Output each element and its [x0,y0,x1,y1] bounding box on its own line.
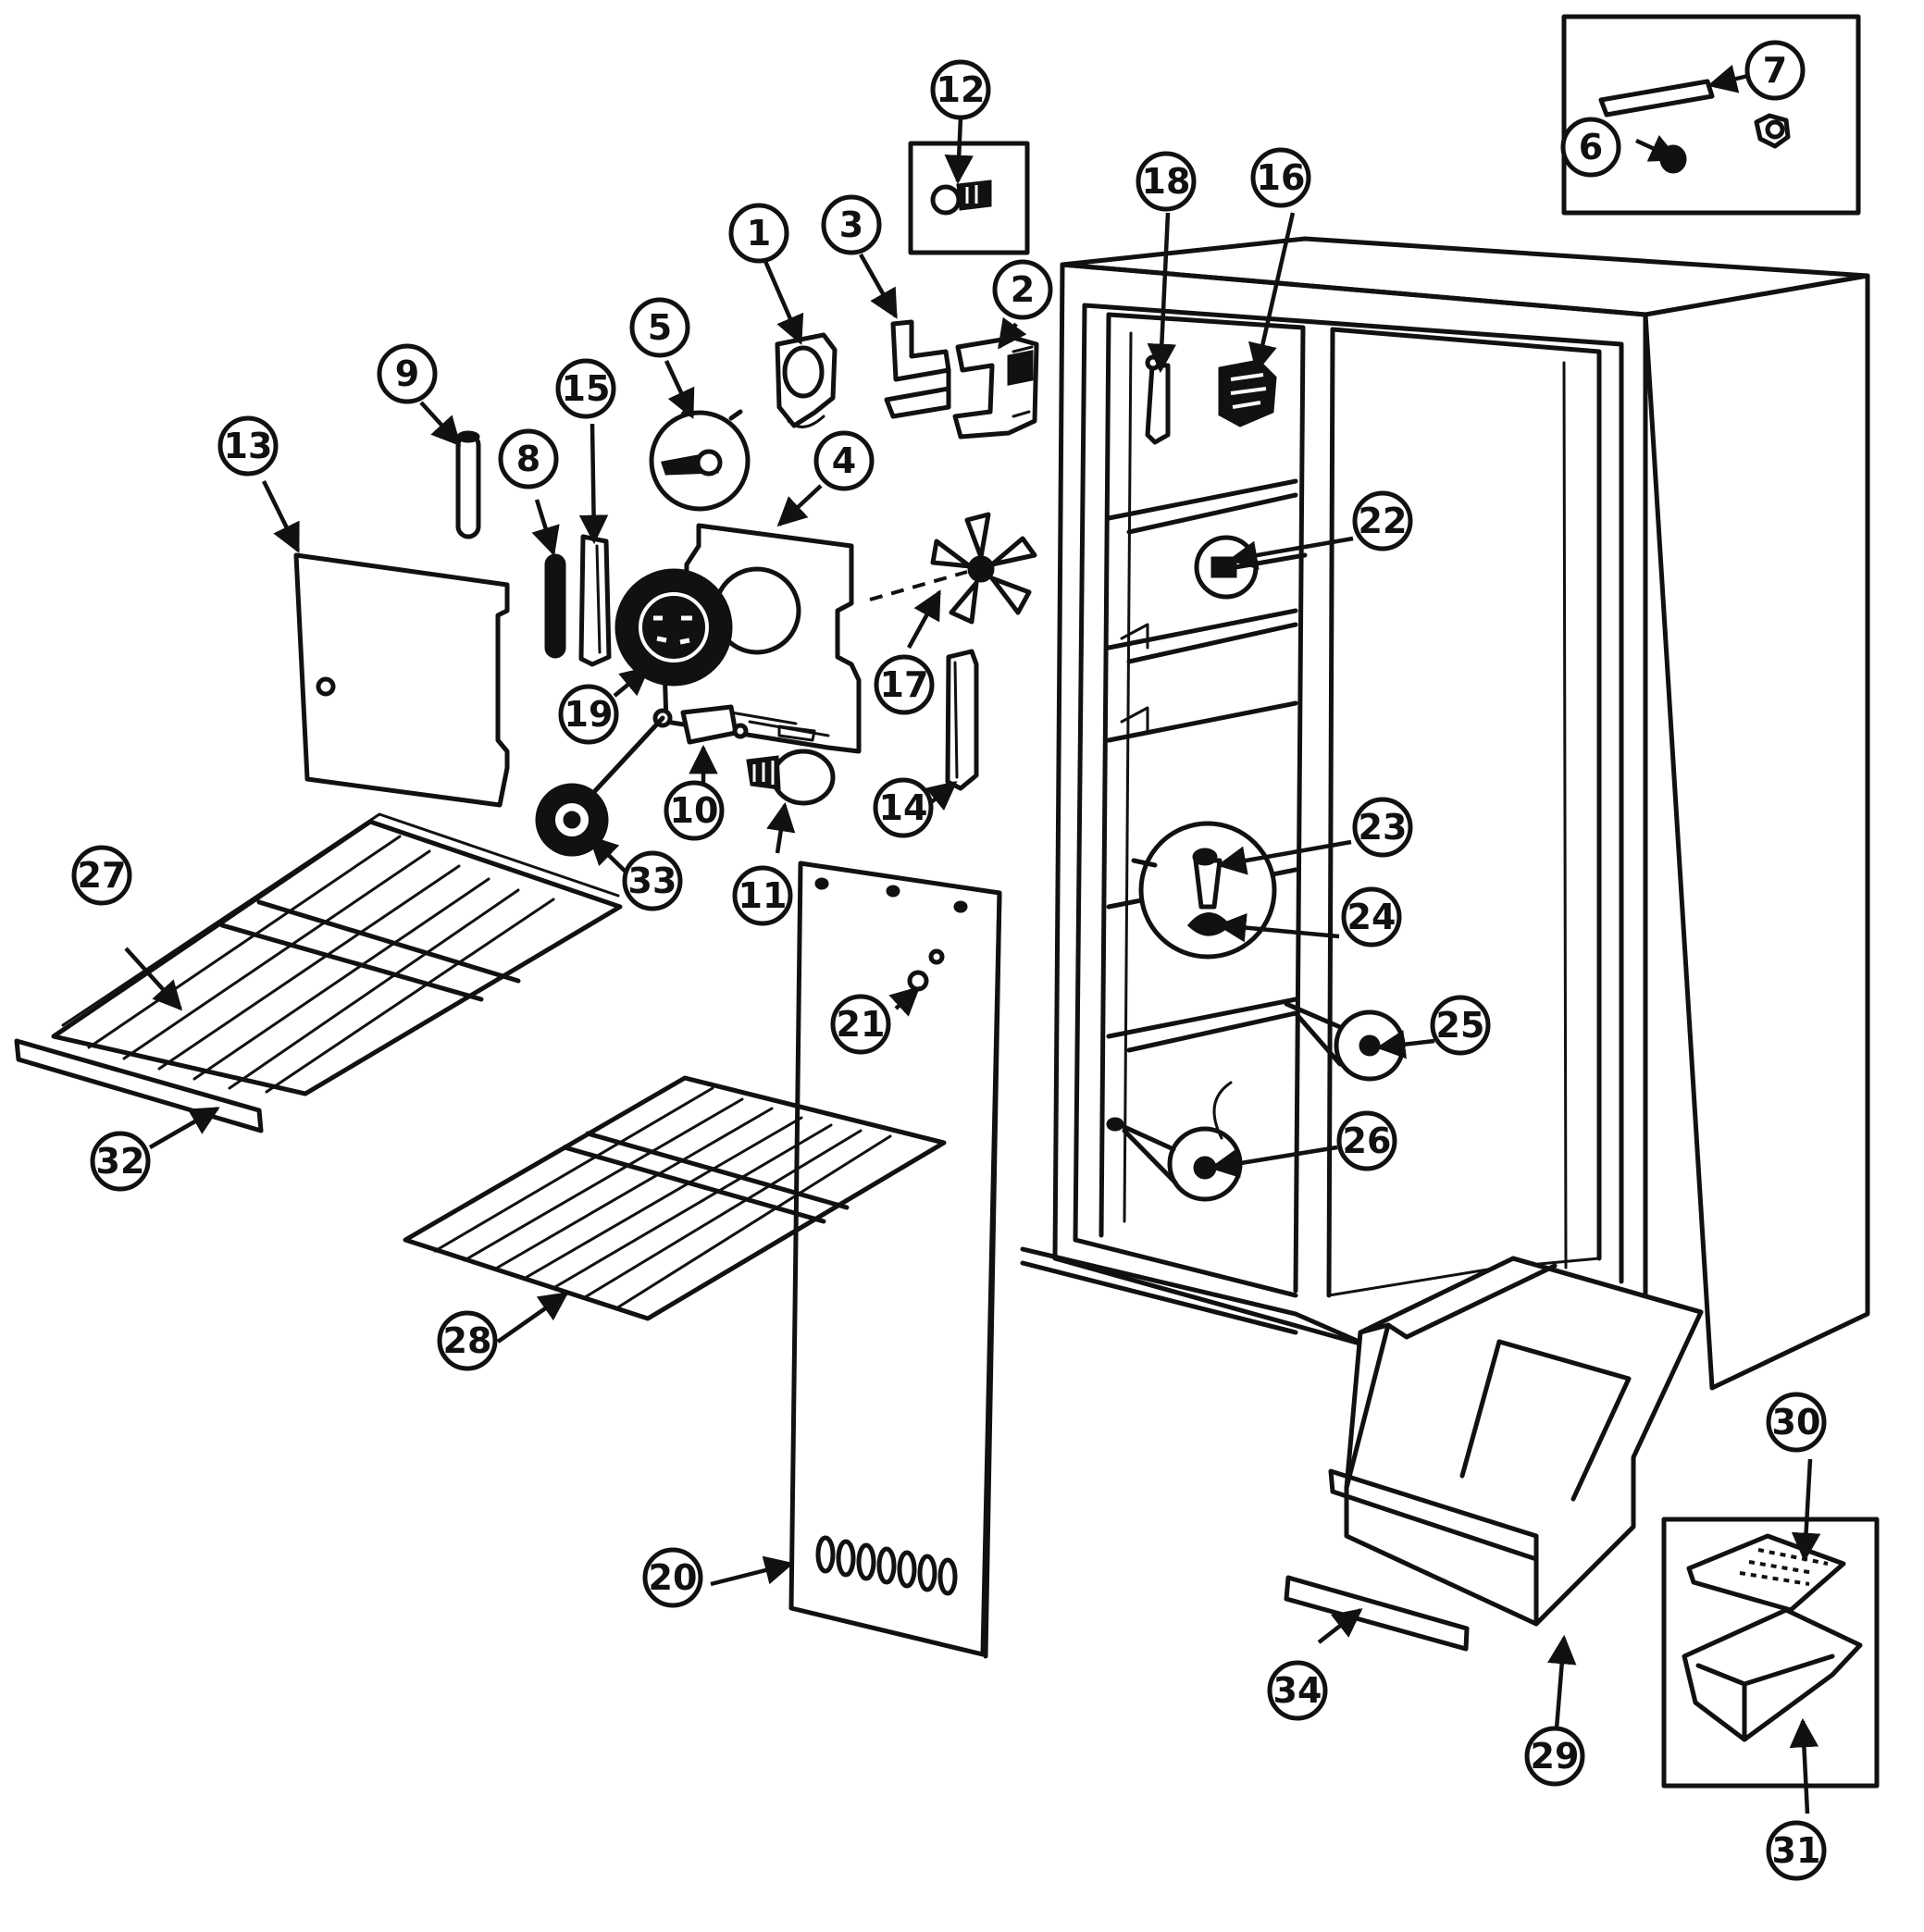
part-6-7-detail-box [1561,14,1861,216]
svg-text:13: 13 [224,426,273,466]
part-30-31-detail-box [1661,1517,1880,1789]
callout-32: 32 [90,1131,151,1192]
part-23-24-detail [1131,821,1277,960]
svg-text:32: 32 [96,1141,145,1182]
callout-29: 29 [1524,1726,1585,1787]
part-4-fan-bracket [662,523,862,754]
svg-text:17: 17 [880,664,929,705]
callout-12: 12 [930,59,991,120]
svg-text:19: 19 [565,694,614,735]
callout-3: 3 [821,194,882,255]
callout-16: 16 [1250,147,1311,208]
part-10-lamp-socket [652,704,749,745]
part-25-screw-detail [1284,1001,1406,1082]
callout-33: 33 [622,850,683,911]
callout-10: 10 [664,780,725,841]
leader-lines [124,64,1821,1814]
callout-1: 1 [728,203,789,264]
part-8-tube [544,553,566,659]
part-9-tube [455,430,481,539]
callout-30: 30 [1766,1392,1827,1453]
svg-text:22: 22 [1359,501,1408,541]
part-29-crisper-bin [1328,1256,1704,1627]
svg-text:24: 24 [1347,897,1396,937]
callout-4: 4 [813,430,875,491]
svg-text:14: 14 [879,787,928,828]
callout-9: 9 [377,343,438,404]
part-19-fan-motor [614,568,733,687]
svg-text:30: 30 [1772,1402,1821,1443]
part-34-trim-strip [1284,1575,1470,1652]
svg-text:2: 2 [1011,269,1035,310]
part-1-housing [775,332,838,428]
callout-13: 13 [217,415,279,477]
callout-15: 15 [555,358,616,419]
svg-text:34: 34 [1273,1670,1322,1711]
part-28-wire-shelf [403,1075,947,1321]
callout-31: 31 [1766,1820,1827,1881]
svg-text:23: 23 [1359,807,1408,848]
svg-text:21: 21 [837,1004,886,1045]
callout-11: 11 [732,865,793,926]
svg-text:12: 12 [937,69,986,110]
callout-21: 21 [830,994,891,1055]
callout-22: 22 [1352,490,1413,551]
svg-text:1: 1 [747,213,771,254]
callout-17: 17 [874,654,935,715]
callout-27: 27 [71,845,132,906]
callout-5: 5 [629,297,690,358]
svg-text:18: 18 [1142,161,1191,202]
part-13-cover-panel [293,552,510,808]
svg-text:20: 20 [649,1557,698,1598]
svg-text:3: 3 [839,204,863,245]
part-11-light-bulb [746,749,836,806]
svg-text:25: 25 [1436,1005,1485,1046]
part-26-screw-detail [1106,1081,1243,1202]
part-27-wire-shelf [51,812,623,1096]
callout-23: 23 [1352,797,1413,858]
part-17-fan-blade [869,512,1037,625]
svg-text:11: 11 [739,875,788,916]
part-22-screw-detail [1194,535,1308,600]
callout-6: 6 [1560,117,1621,178]
svg-text:5: 5 [648,307,672,348]
svg-text:7: 7 [1763,50,1787,91]
callout-18: 18 [1136,151,1197,212]
svg-text:33: 33 [628,861,677,901]
callout-2: 2 [992,259,1053,320]
part-14-handle [945,649,979,791]
part-2-thermostat [952,335,1039,440]
callout-8: 8 [498,428,559,489]
callout-25: 25 [1430,995,1491,1056]
part-16-damper-control [1218,359,1277,427]
callout-7: 7 [1744,40,1806,101]
callout-24: 24 [1341,886,1402,947]
svg-text:6: 6 [1579,127,1603,167]
svg-text:10: 10 [670,790,719,831]
svg-text:28: 28 [443,1320,492,1361]
part-5-control-knob [649,402,751,512]
svg-text:29: 29 [1531,1736,1580,1777]
callout-20: 20 [642,1547,703,1608]
part-12-detail-box [908,141,1030,255]
part-18-bracket [1145,354,1171,445]
part-20-rear-panel [788,861,1002,1659]
svg-text:26: 26 [1343,1121,1392,1161]
callout-28: 28 [437,1310,498,1371]
part-15-bracket [578,534,612,667]
svg-text:16: 16 [1257,157,1306,198]
svg-text:9: 9 [395,353,419,394]
svg-text:8: 8 [516,439,540,479]
callout-26: 26 [1336,1110,1397,1171]
callout-34: 34 [1267,1660,1328,1721]
callout-19: 19 [558,684,619,745]
svg-text:15: 15 [562,368,611,409]
svg-text:31: 31 [1772,1830,1821,1871]
svg-text:27: 27 [78,855,127,896]
callout-14: 14 [873,777,934,838]
callouts: 1 2 3 4 5 6 7 8 9 10 11 12 13 14 15 16 1… [71,40,1827,1881]
svg-text:4: 4 [832,440,856,481]
part-3-bracket [884,319,951,419]
